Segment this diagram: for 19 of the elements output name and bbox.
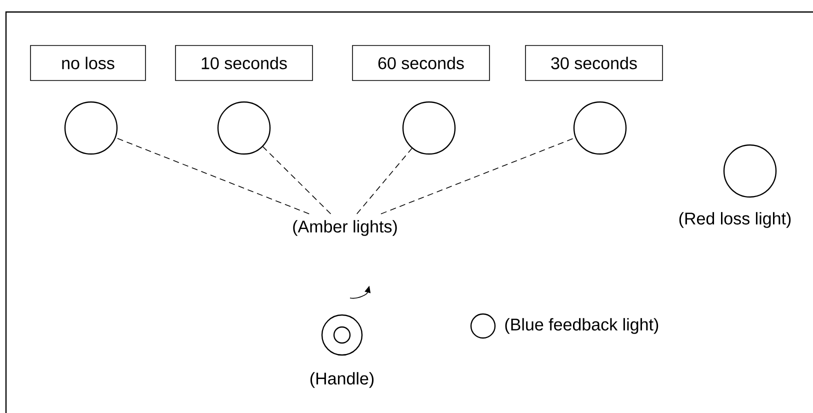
leader-line — [356, 148, 412, 214]
light-circle — [402, 101, 456, 155]
label-box: 10 seconds — [175, 45, 313, 81]
label-box: 60 seconds — [352, 45, 490, 81]
light-circle — [64, 101, 118, 155]
light-circle — [217, 101, 271, 155]
light-circle — [470, 313, 496, 339]
light-circle — [573, 101, 627, 155]
leader-line — [380, 137, 576, 214]
leader-line — [262, 146, 332, 214]
leader-line — [115, 137, 310, 214]
handle-drawing — [321, 314, 363, 356]
caption-text: (Amber lights) — [293, 220, 397, 236]
light-circle — [723, 144, 777, 198]
caption-text: (Blue feedback light) — [505, 318, 658, 334]
caption-text: (Red loss light) — [679, 212, 791, 228]
caption-text: (Handle) — [310, 372, 374, 388]
label-box: 30 seconds — [525, 45, 663, 81]
label-box: no loss — [30, 45, 146, 81]
